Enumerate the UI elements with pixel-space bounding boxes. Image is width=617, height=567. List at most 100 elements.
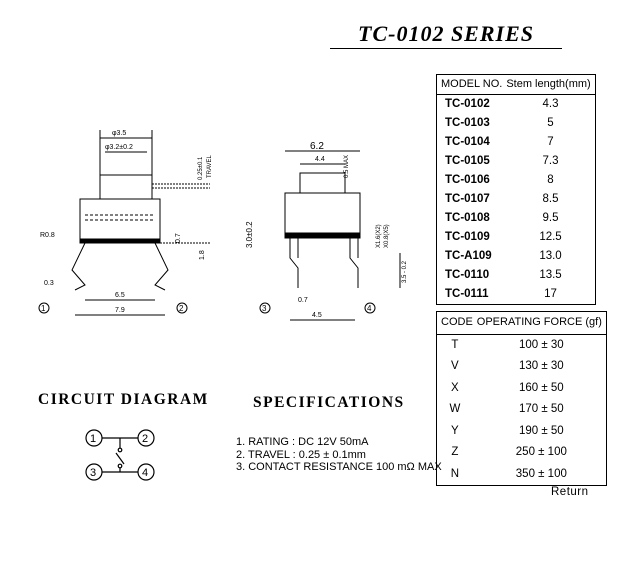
spec-list: 1. RATING : DC 12V 50mA 2. TRAVEL : 0.25… bbox=[236, 436, 442, 474]
circuit-node-4: 4 bbox=[142, 467, 148, 479]
dim-base-w: 4.5 bbox=[312, 312, 322, 319]
force-row: T 100 ± 30 bbox=[437, 334, 607, 356]
dim-h2: 1.8 bbox=[199, 250, 206, 260]
dim-pin-w: 0.7 bbox=[298, 297, 308, 304]
dim-max: 0.5 MAX bbox=[344, 155, 350, 178]
circuit-node-2: 2 bbox=[142, 433, 148, 445]
side-view-drawing: φ3.5 φ3.2±0.2 0.25±0.1 TRAVEL R0.8 0.3 0… bbox=[38, 130, 213, 316]
force-code: N bbox=[450, 467, 460, 480]
header-model: MODEL NO. bbox=[436, 74, 507, 95]
stem-length: 7.3 bbox=[542, 155, 559, 167]
force-table-header: CODE OPERATING FORCE (gf) bbox=[436, 311, 607, 335]
circuit-node-3: 3 bbox=[90, 467, 96, 479]
dim-travel: TRAVEL bbox=[207, 154, 213, 178]
specifications-heading: SPECIFICATIONS bbox=[253, 394, 405, 411]
model-number: TC-0102 bbox=[445, 98, 490, 110]
stem-length: 13.5 bbox=[539, 269, 562, 281]
operating-force: 160 ± 50 bbox=[518, 381, 564, 394]
dim-r: R0.8 bbox=[40, 232, 55, 239]
model-number: TC-0111 bbox=[445, 288, 489, 300]
spec-travel: 2. TRAVEL : 0.25 ± 0.1mm bbox=[236, 448, 366, 461]
circuit-node-1: 1 bbox=[90, 433, 96, 445]
force-table: CODE OPERATING FORCE (gf) T 100 ± 30 V 130 … bbox=[436, 311, 607, 486]
force-code: W bbox=[449, 403, 461, 415]
model-row: TC-0103 5 bbox=[437, 114, 596, 133]
stem-length: 7 bbox=[547, 136, 554, 148]
model-number: TC-0109 bbox=[445, 231, 490, 243]
dim-w1: 6.5 bbox=[115, 292, 125, 299]
stem-length: 8.5 bbox=[542, 193, 559, 205]
force-code: T bbox=[451, 338, 459, 351]
dim-w2: 4.4 bbox=[315, 156, 325, 163]
force-row: V 130 ± 30 bbox=[437, 356, 607, 378]
model-row: TC-0102 4.3 bbox=[437, 95, 596, 115]
dim-w2: 7.9 bbox=[115, 307, 125, 314]
circuit-diagram: 1 2 3 4 bbox=[85, 429, 155, 481]
side-pin-2: 2 bbox=[179, 304, 184, 313]
force-code: Z bbox=[451, 446, 459, 458]
model-number: TC-0110 bbox=[445, 269, 490, 281]
operating-force: 250 ± 100 bbox=[515, 446, 567, 458]
force-row: Z 250 ± 100 bbox=[437, 442, 607, 464]
stem-length: 4.3 bbox=[542, 98, 559, 110]
header-code: CODE bbox=[436, 311, 477, 335]
model-number: TC-0103 bbox=[445, 117, 490, 129]
side-pin-1: 1 bbox=[41, 304, 46, 313]
model-row: TC-0106 8 bbox=[437, 171, 596, 190]
force-row: N 350 ± 100 bbox=[437, 464, 607, 486]
operating-force: 190 ± 50 bbox=[518, 424, 564, 437]
dim-w: 6.2 bbox=[310, 141, 324, 152]
stem-length: 9.5 bbox=[542, 212, 559, 224]
model-number: TC-0104 bbox=[445, 136, 490, 148]
stem-length: 17 bbox=[544, 288, 557, 300]
force-row: X 160 ± 50 bbox=[437, 378, 607, 400]
operating-force: 130 ± 30 bbox=[518, 360, 564, 372]
model-number: TC-0105 bbox=[445, 155, 490, 167]
model-row: TC-0104 7 bbox=[437, 133, 596, 152]
dim-h1: 0.7 bbox=[175, 233, 182, 243]
operating-force: 100 ± 30 bbox=[518, 338, 564, 351]
model-number: TC-0107 bbox=[445, 193, 490, 205]
dim-h: 3.0±0.2 bbox=[245, 221, 254, 248]
front-view-drawing: 6.2 4.4 0.5 MAX 3.0±0.2 X1.6(X2) X0.8(X5… bbox=[245, 141, 408, 321]
model-number: TC-A109 bbox=[445, 250, 492, 262]
dim-travel-val: 0.25±0.1 bbox=[198, 156, 204, 180]
return-link[interactable]: Return bbox=[551, 486, 589, 498]
model-table-header: MODEL NO. Stem length(mm) bbox=[436, 74, 596, 95]
dim-d1: φ3.5 bbox=[112, 130, 126, 137]
force-code: Y bbox=[451, 424, 459, 437]
front-pin-4: 4 bbox=[367, 304, 372, 313]
header-force: OPERATING FORCE (gf) bbox=[476, 311, 607, 335]
circuit-diagram-heading: CIRCUIT DIAGRAM bbox=[38, 391, 209, 408]
spec-rating: 1. RATING : DC 12V 50mA bbox=[236, 436, 369, 448]
operating-force: 350 ± 100 bbox=[515, 467, 567, 480]
stem-length: 5 bbox=[547, 117, 554, 129]
dim-x1: X1.6(X2) bbox=[376, 224, 382, 248]
model-row: TC-A109 13.0 bbox=[437, 247, 596, 266]
force-row: Y 190 ± 50 bbox=[437, 421, 607, 443]
dim-d2: φ3.2±0.2 bbox=[105, 144, 133, 151]
model-number: TC-0106 bbox=[445, 174, 490, 186]
model-row: TC-0105 7.3 bbox=[437, 152, 596, 171]
stem-length: 8 bbox=[547, 174, 554, 186]
model-row: TC-0109 12.5 bbox=[437, 228, 596, 247]
model-number: TC-0108 bbox=[445, 212, 490, 224]
model-row: TC-0111 17 bbox=[437, 285, 596, 305]
model-row: TC-0110 13.5 bbox=[437, 266, 596, 285]
front-pin-3: 3 bbox=[262, 304, 267, 313]
dim-x2: X0.8(X5) bbox=[384, 224, 390, 248]
model-row: TC-0107 8.5 bbox=[437, 190, 596, 209]
model-row: TC-0108 9.5 bbox=[437, 209, 596, 228]
dim-t: 0.3 bbox=[44, 280, 54, 287]
series-title: TC-0102 SERIES bbox=[330, 20, 562, 49]
header-stem: Stem length(mm) bbox=[506, 74, 596, 95]
stem-length: 12.5 bbox=[539, 231, 562, 243]
operating-force: 170 ± 50 bbox=[518, 403, 564, 415]
force-row: W 170 ± 50 bbox=[437, 399, 607, 421]
dim-pin-h: 3.5 - 0.2 bbox=[402, 260, 408, 283]
force-code: V bbox=[451, 360, 459, 372]
spec-contact-resistance: 3. CONTACT RESISTANCE 100 mΩ MAX bbox=[236, 461, 442, 473]
stem-length: 13.0 bbox=[539, 250, 562, 262]
force-code: X bbox=[451, 381, 459, 394]
